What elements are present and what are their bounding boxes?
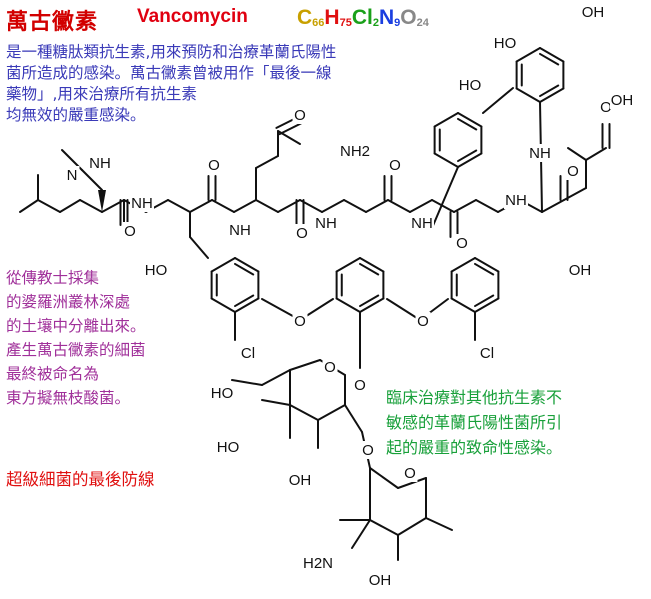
clinical-usage-text: 臨床治療對其他抗生素不 敏感的革蘭氏陽性菌所引 起的嚴重的致命性感染。 — [386, 385, 562, 460]
origin-text: 從傳教士採集 的婆羅洲叢林深處 的土壤中分離出來。 產生萬古黴素的細菌 最終被命… — [6, 266, 146, 410]
ether-o-label: O — [417, 313, 429, 330]
formula-element: C66 — [297, 6, 325, 29]
description-line: 菌所造成的感染。萬古黴素曾被用作「最後一線 — [6, 64, 332, 82]
carbonyl-o-label: O — [124, 223, 136, 240]
chlorine-label: Cl — [241, 345, 255, 362]
carbonyl-o-label: O — [296, 225, 308, 242]
amine-label: H2N — [303, 555, 333, 572]
amide-o-label: O — [294, 107, 306, 124]
hydroxyl-label: HO — [217, 439, 240, 456]
title-english: Vancomycin — [137, 6, 248, 27]
usage-line: 臨床治療對其他抗生素不 — [386, 388, 563, 407]
n-h-label: NH — [131, 195, 153, 212]
n-h-label: NH — [411, 215, 433, 232]
formula-element: N9 — [378, 6, 401, 29]
molecular-formula: C66H75Cl2N9O24 — [297, 6, 429, 30]
formula-element: H75 — [324, 6, 352, 29]
carbonyl-o-label: O — [456, 235, 468, 252]
formula-element: Cl2 — [351, 6, 379, 29]
formula-element: O24 — [400, 6, 429, 29]
n-h-label: NH — [89, 155, 111, 172]
carboxyl-label: OH — [611, 92, 634, 109]
n-h-label: NH — [229, 222, 251, 239]
usage-line: 敏感的革蘭氏陽性菌所引 — [386, 413, 563, 432]
hydroxyl-label: OH — [369, 572, 392, 589]
title-chinese: 萬古黴素 — [6, 10, 99, 35]
description-text: 是一種糖肽類抗生素,用來預防和治療革蘭氏陽性 菌所造成的感染。萬古黴素曾被用作「… — [6, 42, 446, 126]
ether-o-label: O — [294, 313, 306, 330]
hydroxyl-label: OH — [582, 4, 605, 21]
hydroxyl-label: OH — [569, 262, 592, 279]
origin-line: 從傳教士採集 — [6, 269, 100, 287]
hydroxyl-label: HO — [211, 385, 234, 402]
origin-line: 的婆羅洲叢林深處 — [6, 293, 131, 311]
carbonyl-o-label: O — [600, 99, 612, 116]
usage-line: 起的嚴重的致命性感染。 — [386, 438, 563, 457]
glycoside-o-label: O — [354, 377, 366, 394]
origin-line: 東方擬無枝酸菌。 — [6, 389, 131, 407]
hydroxyl-label: HO — [494, 35, 517, 52]
origin-line: 的土壤中分離出來。 — [6, 317, 146, 335]
n-h-label: NH — [529, 145, 551, 162]
n-h-label: NH — [505, 192, 527, 209]
hydroxyl-label: HO — [145, 262, 168, 279]
chlorine-label: Cl — [480, 345, 494, 362]
slogan-text: 超級細菌的最後防線 — [6, 470, 155, 489]
description-line: 均無效的嚴重感染。 — [6, 106, 146, 124]
hydroxyl-label: OH — [289, 472, 312, 489]
origin-line: 最終被命名為 — [6, 365, 100, 383]
glycoside-o-label: O — [362, 442, 374, 459]
ring-o-label: O — [324, 359, 336, 376]
description-line: 是一種糖肽類抗生素,用來預防和治療革蘭氏陽性 — [6, 43, 337, 61]
n-methyl-label: N — [67, 167, 78, 184]
hydroxyl-label: HO — [459, 77, 482, 94]
carbonyl-o-label: O — [389, 157, 401, 174]
ring-o-label: O — [404, 465, 416, 482]
origin-line: 產生萬古黴素的細菌 — [6, 341, 146, 359]
nh2-label: NH2 — [340, 143, 370, 160]
carbonyl-o-label: O — [208, 157, 220, 174]
n-h-label: NH — [315, 215, 337, 232]
carbonyl-o-label: O — [567, 163, 579, 180]
description-line: 藥物」,用來治療所有抗生素 — [6, 85, 197, 103]
